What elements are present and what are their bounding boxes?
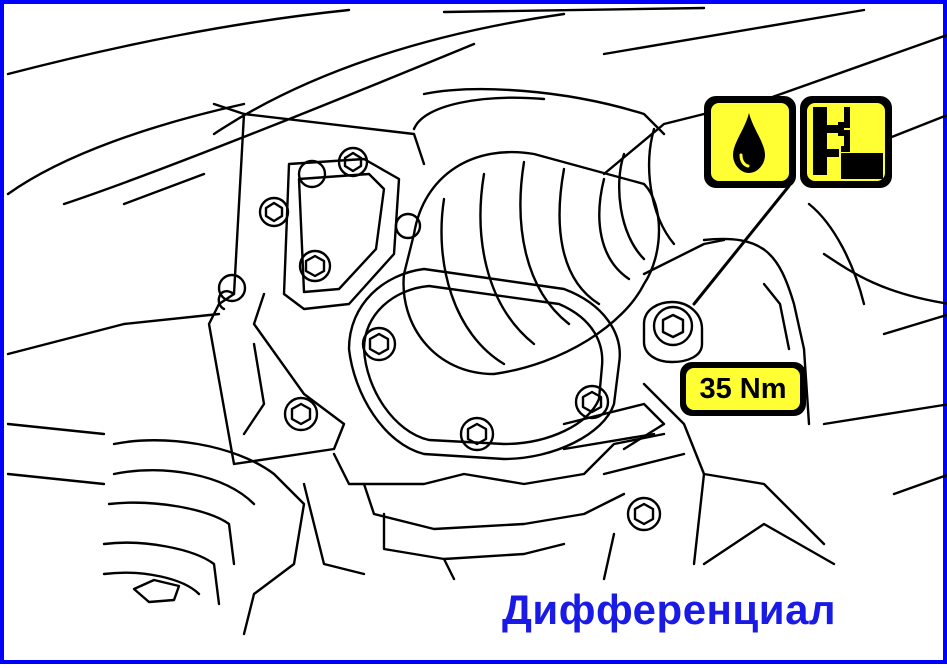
differential-housing [642,202,947,566]
fluid-level-icon [800,96,892,188]
torque-spec-badge: 35 Nm [680,362,806,416]
gearbox-lower-section [302,402,836,581]
filler-plug [642,184,791,364]
diagram-caption: Дифференциал [502,586,837,633]
oil-drop-icon [704,96,796,188]
oil-drop-glyph [733,113,765,173]
cv-joint-boot [402,87,666,376]
output-flange [347,267,621,461]
body-panel-lines [6,6,947,206]
mounting-bracket [6,102,426,466]
differential-line-drawing [6,6,947,636]
drive-shaft [602,112,726,276]
torque-value: 35 Nm [686,368,800,410]
bracket-bolts [217,146,422,432]
subframe-mount [6,422,306,636]
fluid-level-glyph [813,107,883,179]
